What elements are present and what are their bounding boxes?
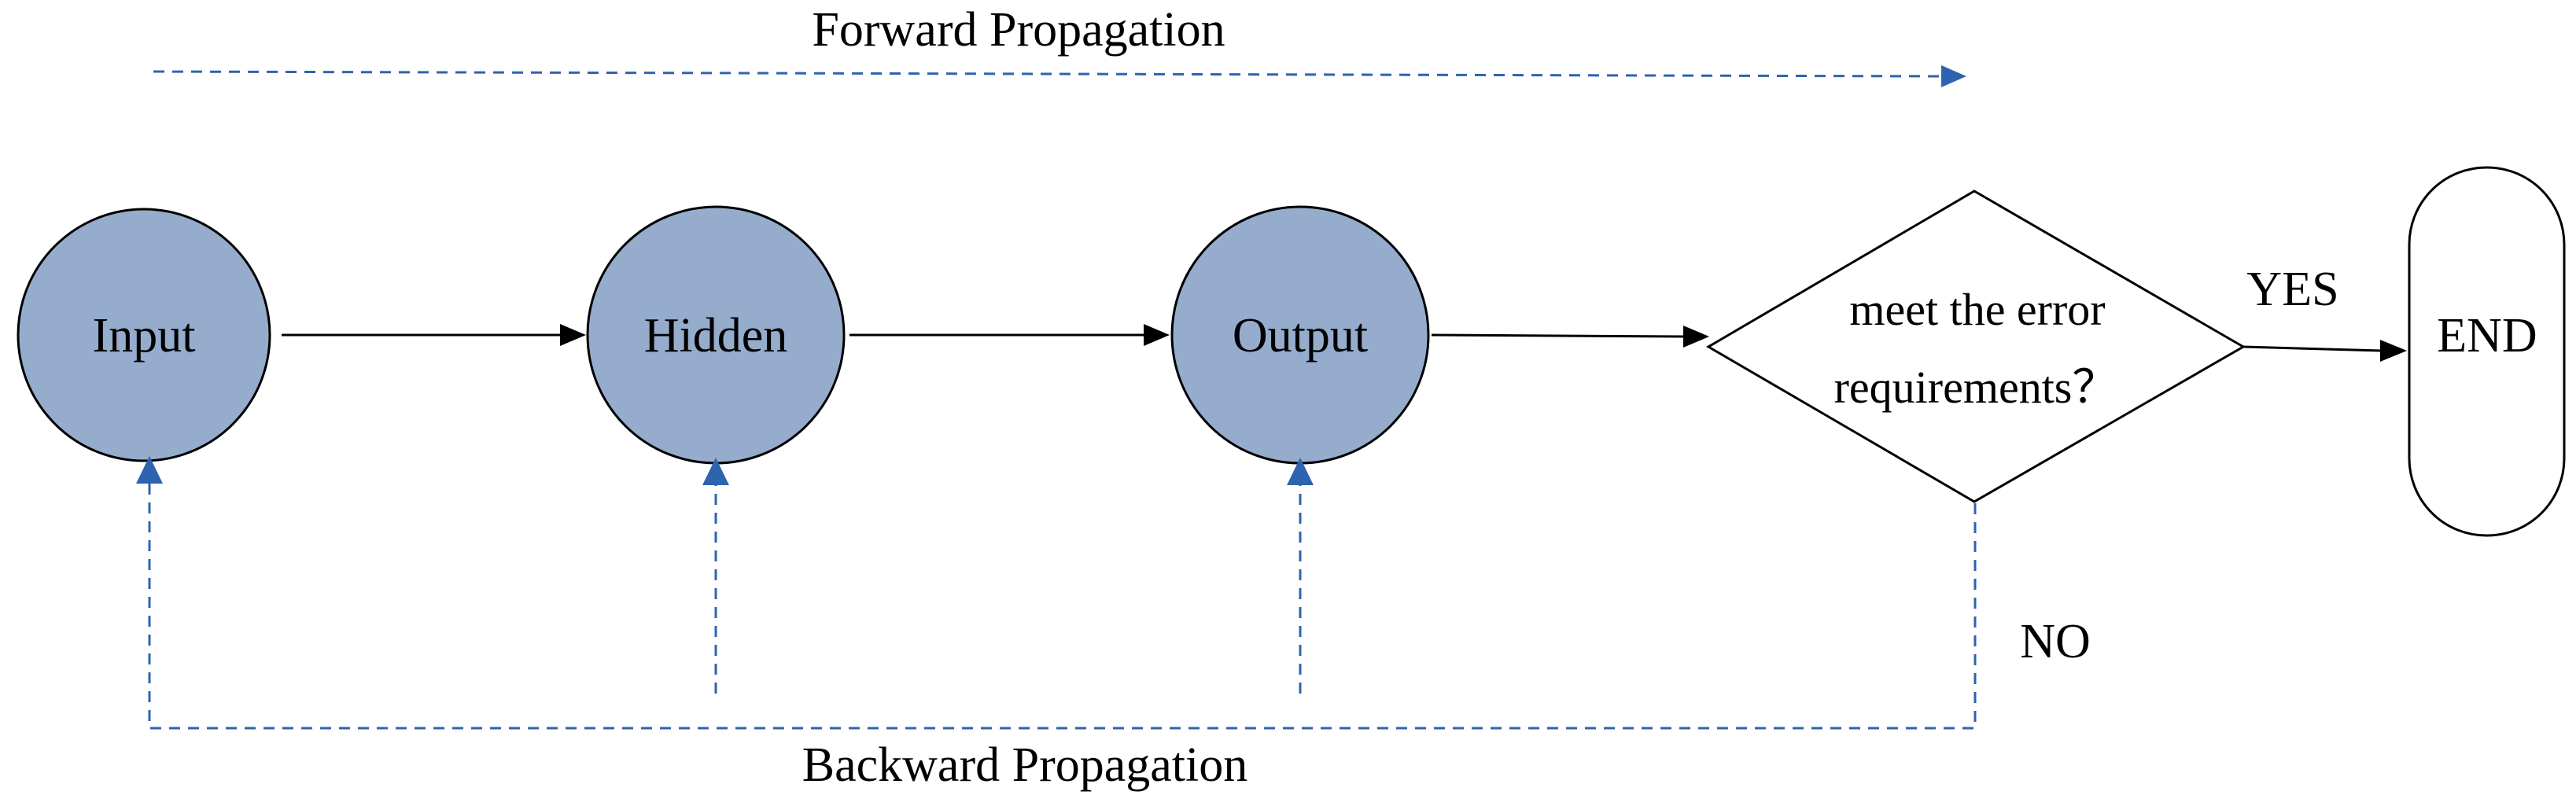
forward-arrowhead [1941,65,1966,87]
yes-label: YES [2246,263,2338,316]
output-to-decision-arrow [1431,333,1686,338]
decision-node: meet the error requirements？ [1706,190,2246,503]
input-node-label: Input [93,309,196,363]
hidden-node-label: Hidden [644,309,788,363]
backward-feedback-path [148,481,1977,730]
output-to-decision-arrowhead [1683,326,1709,348]
output-node-label: Output [1233,309,1368,363]
hidden-to-output-arrowhead [1144,324,1170,346]
decision-to-end-arrowhead [2380,340,2407,362]
forward-propagation-label: Forward Propagation [812,3,1225,57]
hidden-node: Hidden [586,205,846,465]
decision-label-line2: requirements？ [1834,362,2118,413]
input-backward-arrowhead [136,456,163,484]
output-node: Output [1170,205,1430,465]
forward-propagation-arrow [153,65,1966,87]
input-to-hidden-arrowhead [560,324,586,346]
end-node-label: END [2437,309,2537,363]
solid-connectors [282,324,2407,362]
decision-label-line1: meet the error [1849,284,2105,335]
end-node: END [2408,166,2566,537]
input-node: Input [17,208,271,462]
no-label: NO [2020,615,2091,668]
backward-propagation-label: Backward Propagation [802,738,1247,792]
backward-propagation-loop [136,456,1977,730]
hidden-backward-arrowhead [702,458,729,485]
decision-to-end-arrow [2242,345,2383,352]
output-backward-arrowhead [1287,458,1314,485]
